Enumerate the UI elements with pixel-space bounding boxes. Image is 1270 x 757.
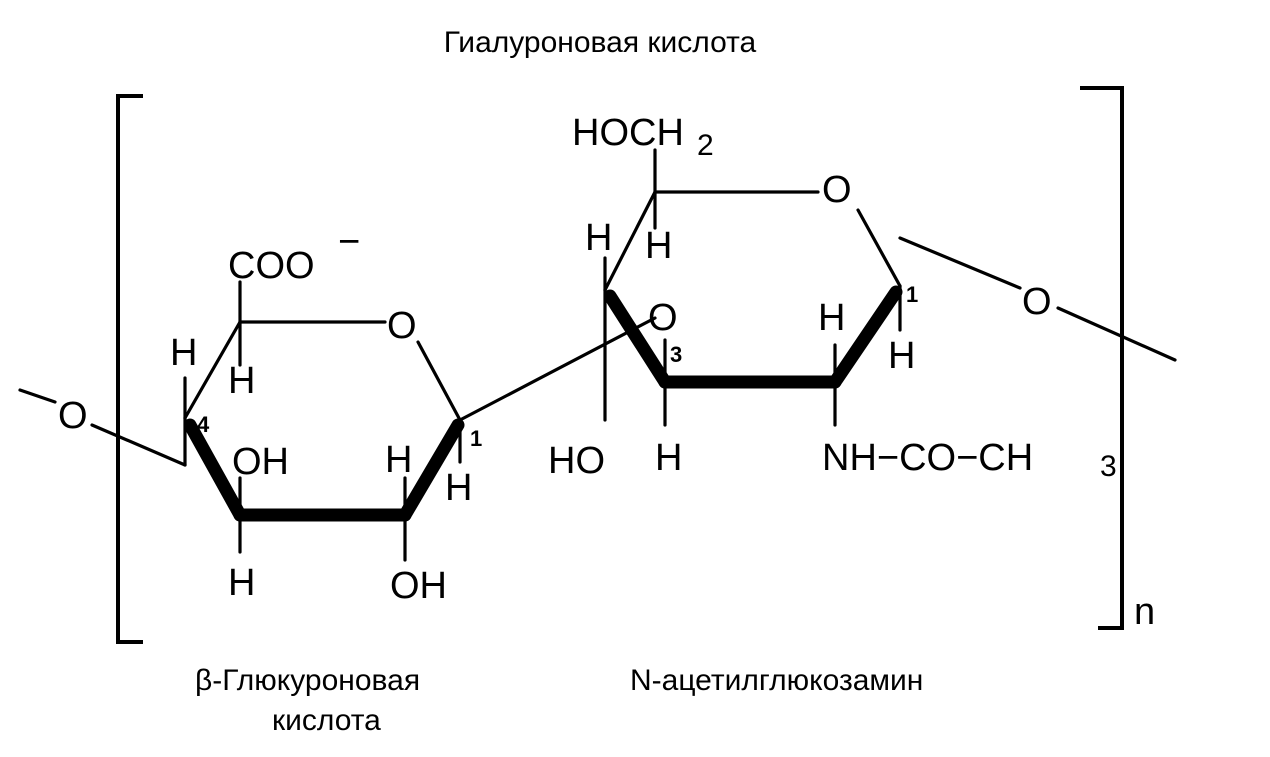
c4-c3-bold-bond [603,289,672,389]
right-linkage-oxygen: O [1022,281,1052,323]
c2-c1-bold-bond [828,285,903,389]
c2-c1-bold-bond [398,418,465,522]
glycosidic-bond-1-3 [458,316,657,422]
acetylglucosamine-h-c2: H [818,297,845,339]
glucuronic-c1-number: 1 [470,426,482,451]
right-bracket [1080,86,1124,630]
o-c1-bond [856,208,902,288]
left-o-to-c4-bond [90,423,187,467]
left-bracket [116,94,143,644]
acetamido-group: NH−CO−CH [822,437,1033,479]
acetylglucosamine-c3-number: 3 [670,342,682,367]
c4-c5-bond [183,320,242,420]
hydroxymethyl-subscript: 2 [697,129,714,162]
carboxylate-group: COO [228,245,315,287]
acetylglucosamine-h-c1: H [888,335,915,377]
glucuronic-oh-c2: OH [390,565,447,607]
acetylglucosamine-h-c4: H [585,217,612,259]
c4-c5-bond [603,190,657,292]
glucuronic-h-c4: H [170,332,197,374]
glycosidic-oxygen-c3: O [648,297,678,339]
acetylglucosamine-h-c5: H [645,225,672,267]
acetylglucosamine-ring-oxygen: O [822,169,852,211]
glucuronic-ring-oxygen: O [387,305,417,347]
glucuronic-oh-c3: OH [232,441,289,483]
o-c1-bond [416,340,462,422]
acetylglucosamine-caption: N-ацетилглюкозамин [630,664,923,697]
glucuronic-caption-line2: кислота [272,704,381,737]
glucuronic-c4-number: 4 [197,412,210,437]
glucuronic-h-c2: H [385,439,412,481]
acetylglucosamine-h-c3: H [655,437,682,479]
diagram-title: Гиалуроновая кислота [444,26,757,59]
c1-right-o-bond [898,236,1022,290]
carboxylate-charge: − [338,221,360,263]
right-chain-bond [1056,306,1177,362]
hydroxymethyl-group: HOCH [572,112,684,154]
acetamido-subscript: 3 [1100,450,1117,483]
c4-c3-bold-bond [183,418,247,522]
acetylglucosamine-ho-c4: HO [548,440,605,482]
left-linkage-oxygen: O [58,395,88,437]
glucuronic-h-c3: H [228,562,255,604]
glucuronic-acid-ring: COO − H O H 4 OH H H OH H 1 [170,221,482,607]
acetylglucosamine-c1-number: 1 [906,282,918,307]
repeat-subscript: n [1134,591,1155,633]
glucuronic-h-c5: H [228,360,255,402]
glucuronic-caption-line1: β-Глюкуроновая [195,664,420,697]
left-chain-bond [18,388,57,404]
acetylglucosamine-ring: HOCH 2 H O H HO O 3 H H NH−CO−CH 3 H 1 [548,112,1117,483]
glucuronic-h-c1: H [445,467,472,509]
